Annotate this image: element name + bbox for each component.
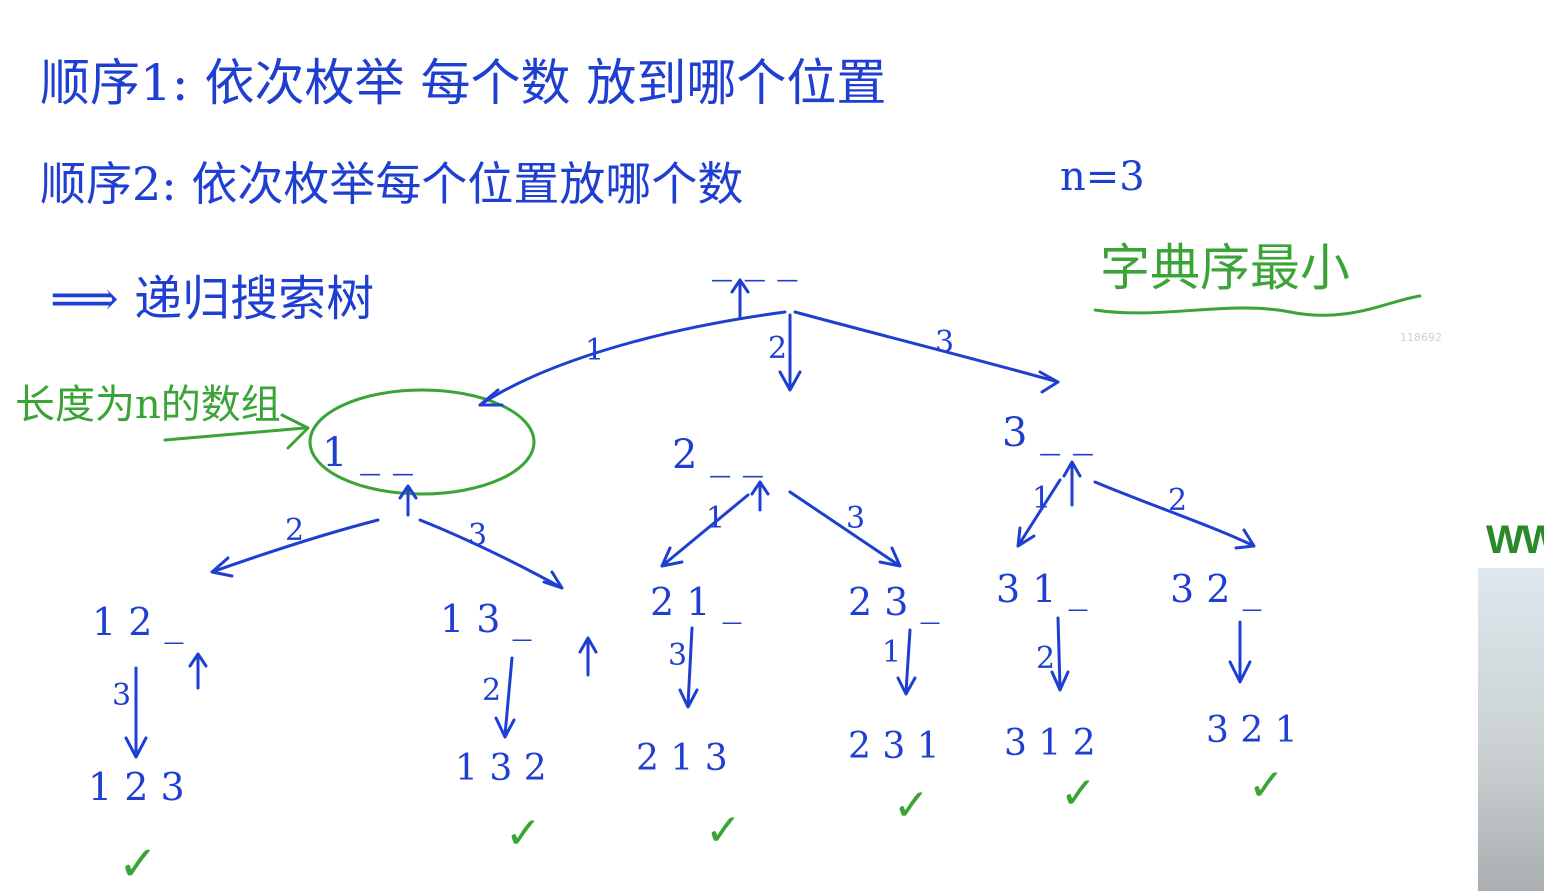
edge-3-2: [1093, 480, 1256, 550]
note-order-1: 顺序1: 依次枚举 每个数 放到哪个位置: [40, 54, 886, 112]
edge-3-back: [1062, 460, 1082, 507]
edge-2-1: [660, 493, 750, 568]
corner-logo-text: WW: [1486, 518, 1544, 562]
edge-label-1-3: 3: [468, 518, 487, 553]
edge-label-23-1: 1: [882, 635, 901, 670]
edge-1-3: [418, 518, 564, 590]
edge-3-1: [1016, 478, 1062, 548]
edge-13-back: [578, 636, 598, 677]
edge-label-root-3: 3: [935, 325, 954, 360]
note-lexicographic-min: 字典序最小: [1100, 239, 1350, 297]
check-icon-312: ✓: [1060, 768, 1097, 819]
tree-leaf-312: 3 1 2: [1004, 723, 1096, 764]
tree-node-level1-1: 1 _ _: [322, 430, 413, 476]
edge-label-1-2: 2: [285, 513, 304, 548]
note-order-2: 顺序2: 依次枚举每个位置放哪个数: [40, 157, 743, 211]
edge-1-2: [210, 518, 380, 578]
check-icon-213: ✓: [705, 805, 742, 856]
edge-label-3-2: 2: [1168, 483, 1187, 518]
edge-label-3-1: 1: [1032, 481, 1051, 516]
tree-node-level1-2: 2 _ _: [672, 432, 763, 478]
tree-leaf-213: 2 1 3: [636, 738, 728, 779]
tree-leaf-132: 1 3 2: [455, 748, 547, 789]
check-icon-321: ✓: [1248, 760, 1285, 811]
edge-1-back: [398, 484, 418, 517]
array-pointer-arrowhead: [280, 413, 310, 450]
note-n-value: n=3: [1060, 154, 1145, 200]
edge-root-1: [478, 310, 787, 407]
webcam-thumbnail: [1478, 568, 1544, 891]
lex-underline: [1093, 294, 1422, 317]
edge-label-12-3: 3: [112, 678, 131, 713]
tree-node-level2-12: 1 2 _: [92, 600, 184, 645]
tree-node-level2-31: 3 1 _: [996, 567, 1088, 612]
check-icon-231: ✓: [893, 780, 930, 831]
edge-21-3: [678, 626, 699, 709]
edge-label-2-3: 3: [846, 501, 865, 536]
tree-leaf-123: 1 2 3: [88, 765, 185, 809]
edge-2-back: [750, 480, 770, 512]
edge-label-2-1: 1: [706, 501, 725, 536]
tree-node-level2-13: 1 3 _: [440, 597, 532, 642]
tree-node-level2-32: 3 2 _: [1170, 567, 1262, 612]
array-pointer-arrow: [163, 426, 307, 442]
edge-label-root-2: 2: [768, 331, 787, 366]
edge-root-1-head: [478, 388, 504, 407]
check-icon-132: ✓: [505, 808, 542, 859]
tree-leaf-231: 2 3 1: [848, 726, 940, 767]
edge-root-back: [730, 278, 750, 320]
edge-12-back: [188, 652, 208, 690]
level1-highlight-circle: [308, 388, 536, 496]
tree-node-level2-23: 2 3 _: [848, 580, 940, 625]
note-array-of-length-n: 长度为n的数组: [15, 382, 281, 428]
edge-23-1: [896, 628, 917, 696]
edge-31-2: [1050, 616, 1070, 692]
tree-node-level2-21: 2 1 _: [650, 580, 742, 625]
edge-12-3: [124, 666, 148, 759]
note-search-tree: ⟹ 递归搜索树: [50, 271, 374, 327]
edge-root-2: [778, 313, 802, 392]
check-icon-123: ✓: [118, 836, 158, 891]
edge-label-root-1: 1: [585, 333, 604, 368]
tree-leaf-321: 3 2 1: [1206, 710, 1298, 751]
edge-label-13-2: 2: [482, 673, 501, 708]
edge-32-1: [1228, 620, 1252, 684]
tree-node-level1-3: 3 _ _: [1002, 410, 1093, 456]
watermark: 118692: [1400, 331, 1442, 344]
edge-label-21-3: 3: [668, 638, 687, 673]
edge-label-31-2: 2: [1036, 641, 1055, 676]
edge-2-3: [788, 490, 902, 568]
edge-13-2: [494, 656, 516, 739]
edge-root-3: [793, 310, 1060, 394]
tree-root: _ _ _: [712, 236, 797, 282]
